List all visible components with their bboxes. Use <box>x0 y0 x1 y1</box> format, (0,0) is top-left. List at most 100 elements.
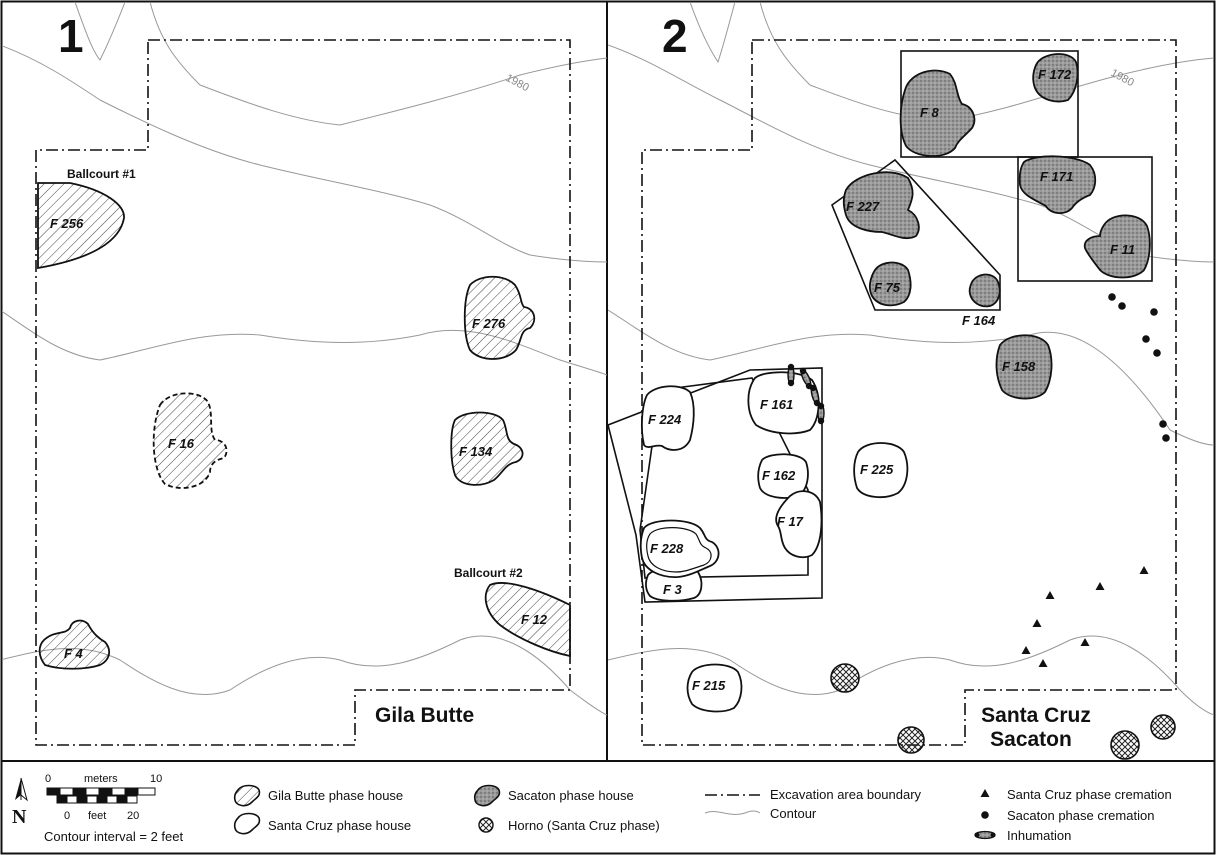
gila-butte-house-legend-label: Gila Butte phase house <box>268 788 403 803</box>
horno-3 <box>1110 730 1140 760</box>
ballcourt-1-label: Ballcourt #1 <box>67 167 136 181</box>
phase-label-background-panel-2 <box>967 695 1107 755</box>
ballcourt-2-label: Ballcourt #2 <box>454 566 523 580</box>
feature-f16-label: F 16 <box>168 436 195 451</box>
inhumation-legend-icon <box>974 830 996 840</box>
feature-f228-santa-cruz-house <box>639 519 720 578</box>
feature-f225-label: F 225 <box>860 462 894 477</box>
contour-legend-label: Contour <box>770 806 817 821</box>
feature-f227-sacaton-house <box>842 171 920 240</box>
feature-f12-label: F 12 <box>521 612 548 627</box>
horno-1 <box>830 663 860 693</box>
north-label: N <box>12 806 27 828</box>
sacaton-cremation-markers <box>1108 293 1170 442</box>
horno-markers <box>830 663 1176 760</box>
phase-label-background-panel-1 <box>357 695 487 735</box>
phase-label-panel-1: Gila Butte <box>375 704 474 727</box>
feature-f224-label: F 224 <box>648 412 682 427</box>
inhumation-legend-label: Inhumation <box>1007 828 1071 843</box>
feature-f158-label: F 158 <box>1002 359 1036 374</box>
feature-f171-sacaton-house <box>1018 155 1097 214</box>
horno-legend-label: Horno (Santa Cruz phase) <box>508 818 660 833</box>
feature-f75-sacaton-house <box>868 261 912 307</box>
sacaton-cremation-legend-label: Sacaton phase cremation <box>1007 808 1154 823</box>
feature-f171-label: F 171 <box>1040 169 1073 184</box>
north-arrow-icon <box>15 777 28 802</box>
panel-number-2: 2 <box>662 10 688 62</box>
contour-interval-note: Contour interval = 2 feet <box>44 829 183 844</box>
santa-cruz-house-legend-icon <box>233 812 261 835</box>
grouping-polygon-inner-west <box>639 377 809 579</box>
horno-4 <box>1150 714 1176 740</box>
feature-f16-gila-butte-house <box>152 392 228 489</box>
feature-f228-label: F 228 <box>650 541 684 556</box>
feature-f17-santa-cruz-house <box>775 490 823 559</box>
excavation-boundary-legend-label: Excavation area boundary <box>770 787 922 802</box>
feature-f256-label: F 256 <box>50 216 84 231</box>
inhumation-1 <box>787 363 795 387</box>
feature-f162-label: F 162 <box>762 468 796 483</box>
feature-f215-label: F 215 <box>692 678 726 693</box>
feature-f8-label: F 8 <box>920 105 940 120</box>
feature-f225-santa-cruz-house <box>853 442 909 499</box>
excavation-boundary-panel-2 <box>641 39 1177 746</box>
feature-f256-gila-butte-house <box>37 182 125 270</box>
sacaton-cremation-legend-icon <box>981 811 989 819</box>
feature-f228-inner-outline <box>646 527 712 573</box>
feature-f276-gila-butte-house <box>463 275 536 360</box>
feature-f12-gila-butte-house <box>484 582 571 658</box>
santa-cruz-cremation-legend-icon <box>980 789 990 797</box>
inhumation-4 <box>817 402 825 425</box>
feature-groupings <box>608 50 1153 603</box>
panel-number-1: 1 <box>58 10 84 62</box>
grouping-polygon-large-west <box>608 367 823 603</box>
feature-f134-label: F 134 <box>459 444 493 459</box>
feature-f17-label: F 17 <box>777 514 804 529</box>
gila-butte-house-legend-icon <box>233 784 261 807</box>
scale-feet-label: feet <box>88 810 106 822</box>
feature-f4-label: F 4 <box>64 646 84 661</box>
contour-lines-panel-1 <box>2 2 607 716</box>
feature-f11-sacaton-house <box>1083 214 1151 279</box>
contour-legend-icon <box>704 810 761 815</box>
scale-bar <box>46 787 156 804</box>
phase-label-panel-2-line-1: Santa Cruz <box>981 704 1091 727</box>
feature-f227-label: F 227 <box>846 199 880 214</box>
scale-meters-label: meters <box>84 773 118 785</box>
feature-f75-label: F 75 <box>874 280 901 295</box>
feature-f215-santa-cruz-house <box>686 663 743 713</box>
feature-f158-sacaton-house <box>995 334 1053 400</box>
feature-f161-label: F 161 <box>760 397 793 412</box>
feature-f172-sacaton-house <box>1032 53 1079 103</box>
scale-feet-zero: 0 <box>64 810 70 822</box>
feature-f11-label: F 11 <box>1110 242 1135 257</box>
excavation-boundary-panel-1 <box>35 39 571 746</box>
santa-cruz-house-legend-label: Santa Cruz phase house <box>268 818 411 833</box>
feature-f8-sacaton-house <box>899 69 976 157</box>
scale-feet-twenty: 20 <box>127 810 139 822</box>
grouping-box-f171-f11 <box>1017 156 1153 282</box>
scale-meters-zero: 0 <box>45 773 51 785</box>
phase-label-panel-2-line-2: Sacaton <box>990 728 1072 751</box>
scale-meters-ten: 10 <box>150 773 162 785</box>
sacaton-house-legend-label: Sacaton phase house <box>508 788 634 803</box>
inhumation-markers <box>787 363 825 425</box>
santa-cruz-cremation-markers <box>1021 566 1149 667</box>
contour-label-1980-panel-1: 1980 <box>504 72 531 94</box>
sacaton-house-legend-icon <box>473 784 501 807</box>
panel-1: 1980 Ballcourt #1 F 256 F 276 F 16 F 134… <box>2 2 607 746</box>
contour-label-1980-panel-2: 1980 <box>1109 67 1136 89</box>
feature-f164-sacaton-house <box>968 273 1001 308</box>
feature-f3-label: F 3 <box>663 582 683 597</box>
feature-f134-gila-butte-house <box>450 411 524 486</box>
feature-f224-santa-cruz-house <box>640 385 695 451</box>
feature-f172-label: F 172 <box>1038 67 1072 82</box>
legend: N 0 meters 10 0 feet 20 Contour interval… <box>12 773 1172 844</box>
feature-f4-gila-butte-house <box>38 619 111 670</box>
feature-f164-label: F 164 <box>962 313 996 328</box>
santa-cruz-cremation-legend-label: Santa Cruz phase cremation <box>1007 787 1172 802</box>
panel-2: 1980 F 8 F 172 F 227 F 171 F 11 F 75 F 1… <box>608 2 1214 760</box>
inhumation-2 <box>799 367 813 390</box>
